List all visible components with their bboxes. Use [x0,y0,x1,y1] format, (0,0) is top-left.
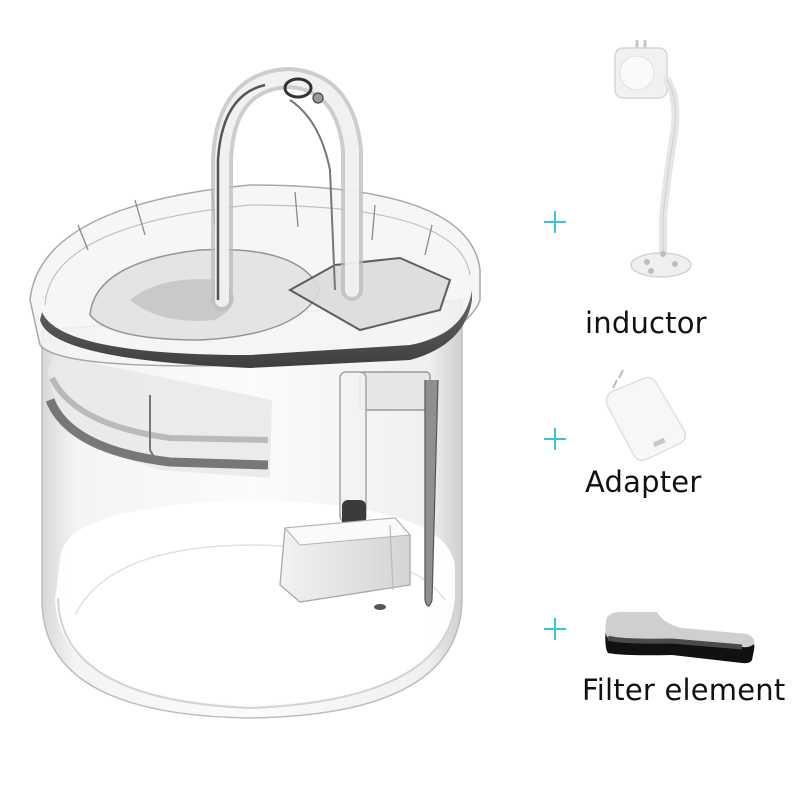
accessory-label: Adapter [585,465,702,499]
accessory-filter: Filter element [530,600,790,720]
plus-icon [544,428,566,450]
fountain-svg [29,66,481,719]
accessory-label: Filter element [582,673,786,707]
fountain-illustration [29,66,481,719]
motion-sensor-icon [614,40,692,278]
power-adapter-icon [605,369,687,462]
spout-arch [211,66,363,311]
accessory-inductor: inductor [530,40,790,340]
plus-icon [544,211,566,233]
accessory-label: inductor [585,306,707,340]
filter-sponge-icon [605,612,755,664]
accessory-adapter: Adapter [530,365,790,510]
pump [279,517,412,610]
plus-icon [544,618,566,640]
top-tray [29,184,481,368]
